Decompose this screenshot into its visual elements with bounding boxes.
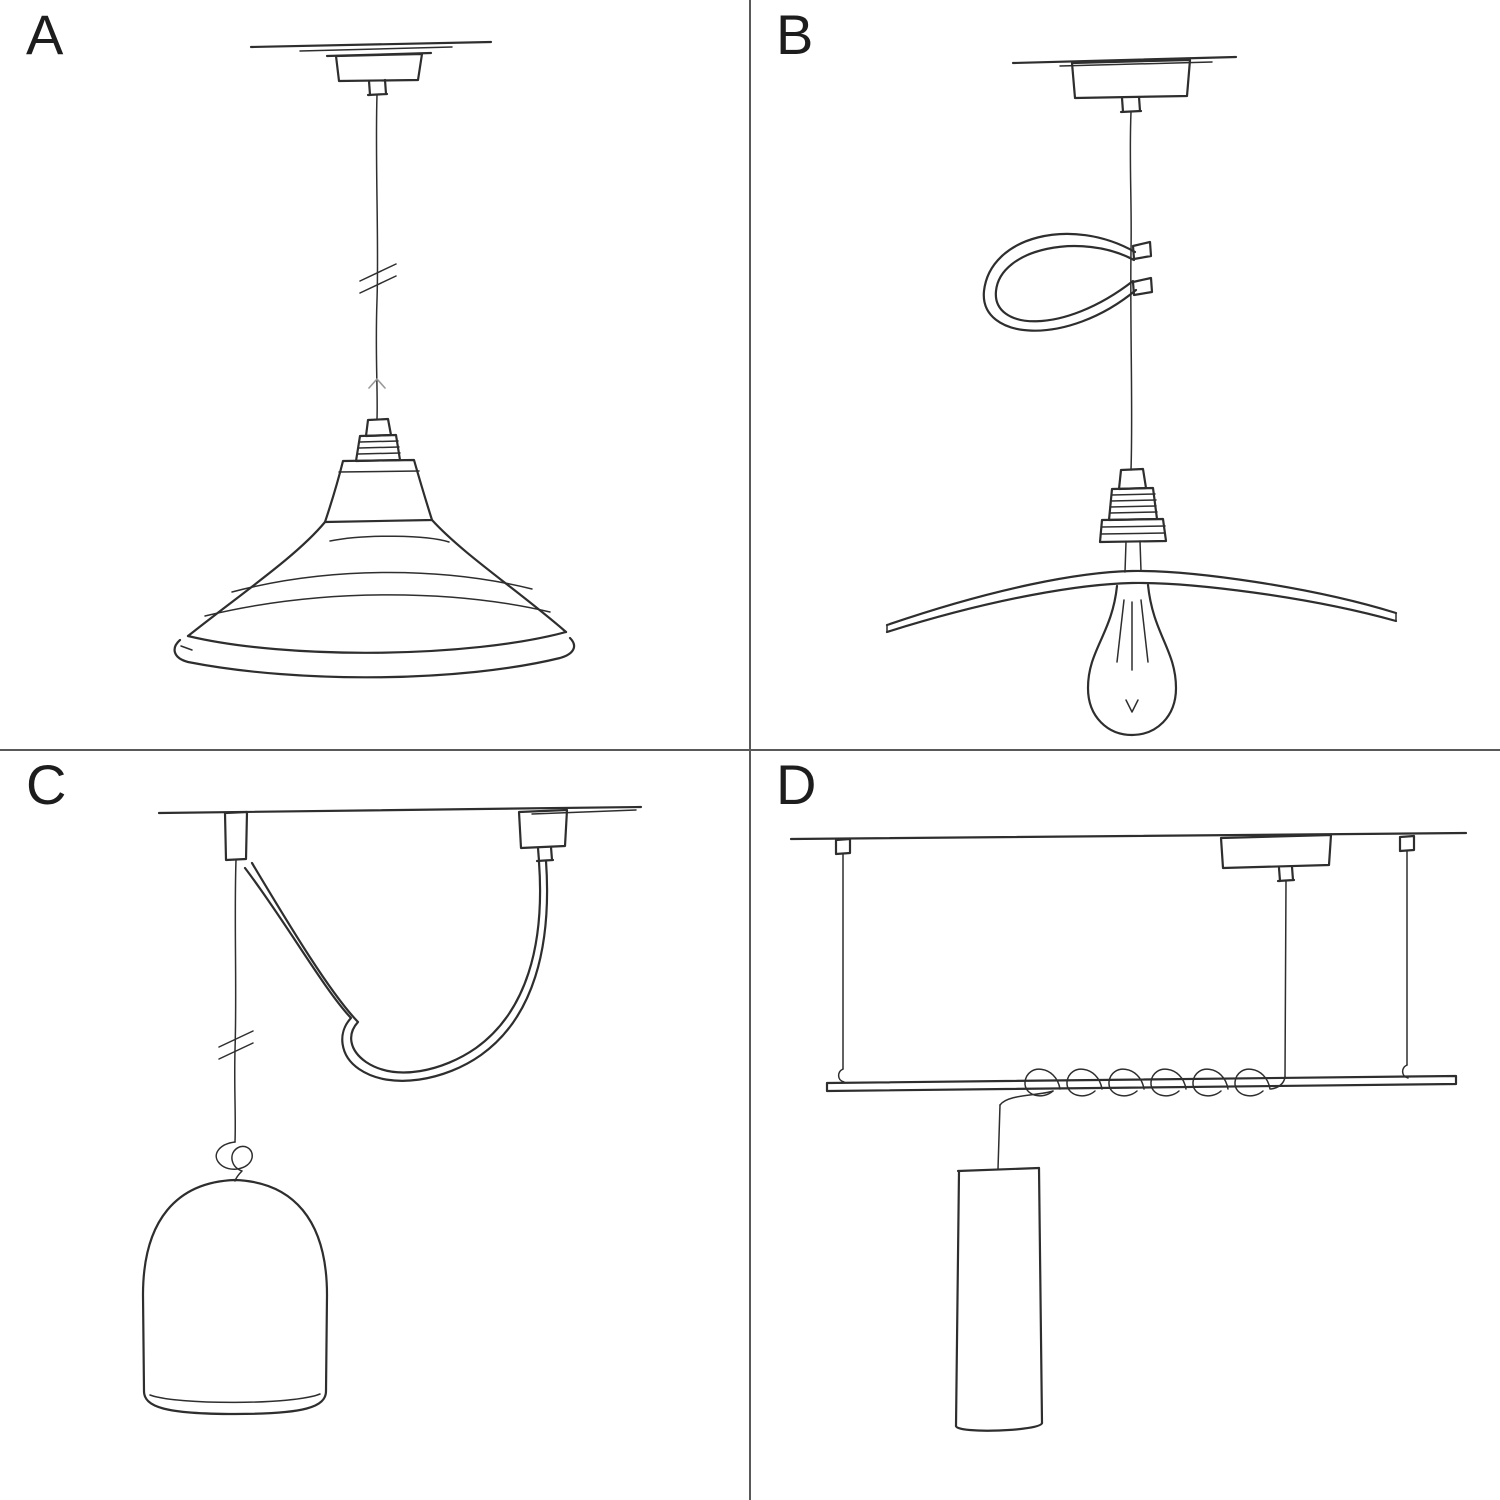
tube-shade <box>954 1166 1044 1432</box>
lamp-holder <box>1098 467 1168 573</box>
flat-plate-shade <box>885 569 1398 634</box>
panel-a: A <box>0 0 750 750</box>
pendant-industrial-bowl-shade-sketch <box>173 40 576 679</box>
ceiling-line <box>1011 55 1238 67</box>
panel-c: C <box>0 750 750 1500</box>
panel-d: D <box>750 750 1500 1500</box>
panel-c-label: C <box>26 753 68 816</box>
ceiling-rose <box>1070 58 1192 114</box>
ceiling-rose <box>325 51 433 97</box>
lamp-holder <box>354 417 402 463</box>
industrial-bowl-shade <box>173 458 576 679</box>
light-bulb <box>1086 583 1178 737</box>
pendant-cable <box>359 94 397 420</box>
bell-dome-shade <box>141 1178 329 1416</box>
pendant-flat-shade-exposed-bulb-sketch <box>885 55 1398 737</box>
drop-cable <box>218 859 254 1143</box>
horizontal-divider <box>0 749 1500 751</box>
panel-a-label: A <box>26 3 65 66</box>
ceiling-rose <box>1219 833 1333 883</box>
panel-d-label: D <box>776 753 818 816</box>
coiled-cable <box>997 1068 1286 1170</box>
suspension-bar <box>825 1074 1458 1093</box>
bar-suspension-tube-pendant-sketch <box>789 831 1468 1432</box>
left-suspension-wire <box>834 837 852 1083</box>
ceiling-hook <box>223 810 249 862</box>
ceiling-line <box>789 831 1468 841</box>
cable-loop-clip <box>982 232 1154 332</box>
ceiling-rose <box>517 808 569 863</box>
cable-knot <box>215 1141 253 1182</box>
swag-cable <box>243 859 549 1082</box>
ceiling-line <box>249 40 493 52</box>
panel-b: B <box>750 0 1500 750</box>
pendant-cable <box>1129 111 1133 471</box>
right-suspension-wire <box>1398 834 1416 1079</box>
pendant-cable <box>1284 880 1287 1078</box>
panel-b-label: B <box>776 3 815 66</box>
swag-pendant-bell-shade-sketch <box>141 805 643 1416</box>
